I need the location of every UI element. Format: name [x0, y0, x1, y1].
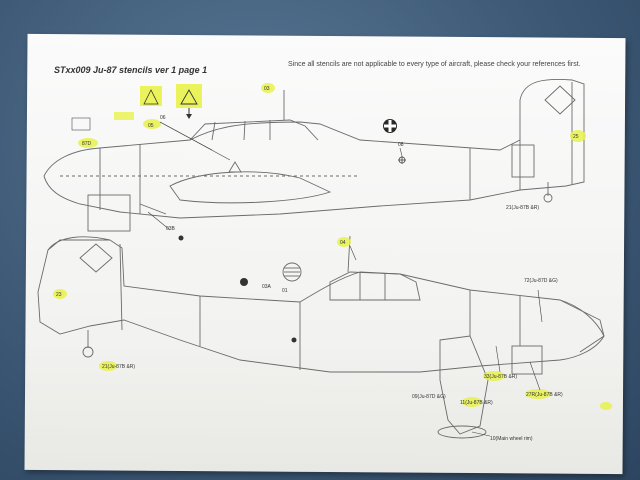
bottom-tailwheel	[82, 346, 94, 358]
bottom-main-wheel	[437, 425, 487, 439]
arrow-head-icon	[186, 114, 192, 119]
warning-triangle-icon-b	[180, 89, 198, 105]
label-10: 10(Main wheel rim)	[490, 436, 533, 442]
bottom-canopy	[329, 271, 421, 301]
bottom-leader-lines	[349, 245, 543, 437]
label-21-top: 21(Ju-87B &R)	[506, 205, 539, 211]
label-21-bottom: 21(Ju-87B &R)	[102, 364, 135, 370]
label-25: 25	[573, 134, 579, 140]
bottom-side-view	[37, 235, 605, 439]
bottom-dot-icon-a	[240, 278, 248, 286]
bottom-tail-panel	[119, 243, 123, 331]
top-tailwheel	[543, 193, 553, 203]
label-04: 04	[340, 240, 346, 246]
warning-triangle-icon-a	[143, 89, 159, 105]
label-87d: 87D	[82, 141, 92, 147]
label-03a: 03A	[262, 284, 272, 290]
top-radiator	[87, 194, 131, 232]
top-leader-lines	[147, 121, 403, 231]
top-canopy-frame-2	[243, 120, 246, 141]
bottom-radiator	[511, 345, 543, 375]
top-warning-icons	[71, 84, 202, 131]
label-11: 11(Ju-87B &R)	[460, 400, 493, 406]
label-08: 08	[398, 142, 404, 148]
label-27r: 27R(Ju-87B &R)	[526, 392, 563, 398]
top-canopy-frame-1	[211, 121, 216, 141]
bottom-tail-diamond	[79, 243, 113, 273]
small-crosshair-icon	[398, 156, 406, 164]
bottom-tail-fin	[47, 239, 110, 251]
top-tail-diamond	[544, 85, 576, 115]
small-stencil-highlight	[114, 112, 134, 120]
label-01: 01	[282, 288, 288, 294]
warning-sign-a	[140, 86, 162, 106]
bottom-fuselage-outline	[37, 236, 605, 373]
label-23: 23	[56, 292, 62, 298]
top-wing-section	[169, 171, 332, 204]
label-06: 06	[160, 115, 166, 121]
top-side-view	[43, 78, 585, 232]
bottom-nose	[559, 299, 605, 353]
top-highlights	[78, 83, 586, 148]
top-warning-triangle	[228, 161, 242, 173]
label-33: 33(Ju-87B &R)	[484, 374, 517, 380]
bottom-gear-spat	[439, 335, 489, 435]
top-canopy	[189, 119, 319, 141]
top-elevator	[511, 144, 535, 178]
top-strut	[139, 203, 167, 215]
label-05: 05	[148, 123, 154, 129]
small-dot-icon	[178, 235, 184, 241]
sheet-note: Since all stencils are not applicable to…	[288, 61, 581, 68]
top-fuselage-outline	[43, 78, 585, 219]
label-72: 72(Ju-87D &G)	[524, 278, 558, 284]
label-09: 09(Ju-87D &G)	[412, 394, 446, 400]
sheet-title: STxx009 Ju-87 stencils ver 1 page 1	[54, 65, 208, 75]
bottom-hatch	[282, 262, 302, 282]
bottom-highlights	[53, 237, 612, 410]
label-03b: 03B	[166, 226, 176, 232]
cross-insignia-icon	[383, 119, 397, 133]
label-03: 03	[264, 86, 270, 92]
small-stencil-box	[71, 117, 91, 131]
bottom-dot-icon-b	[291, 337, 297, 343]
